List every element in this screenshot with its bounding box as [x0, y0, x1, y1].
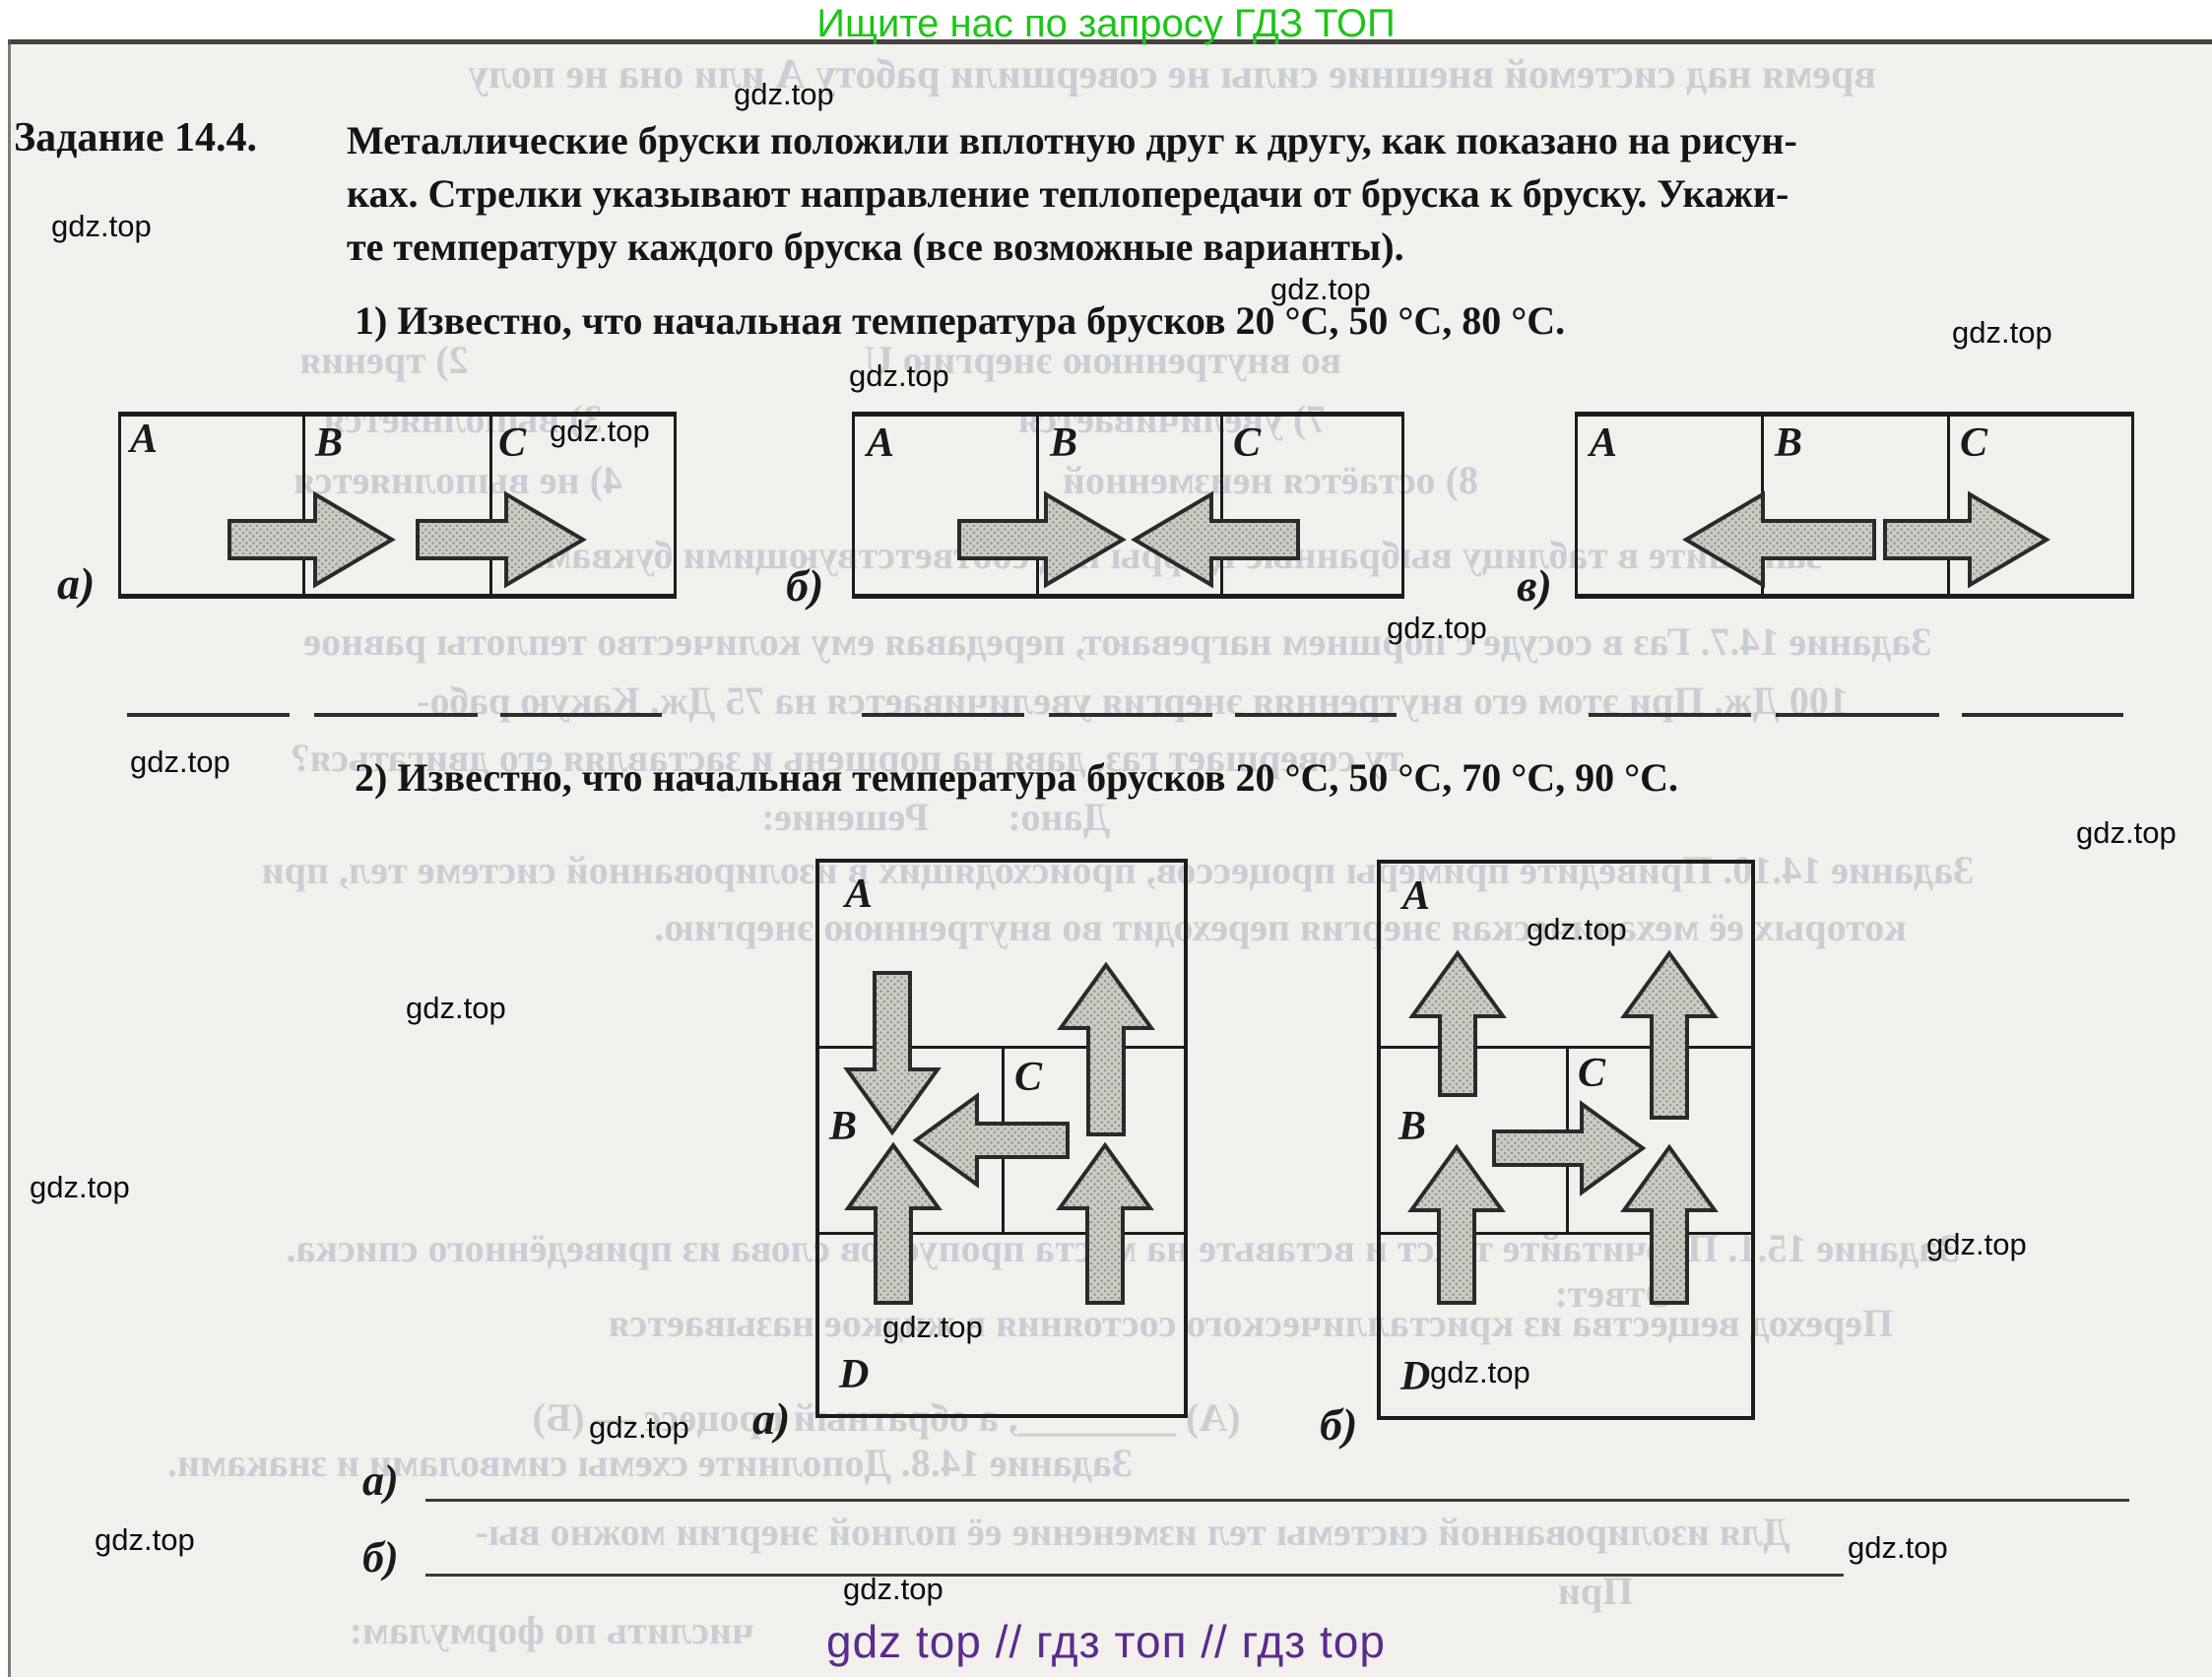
bar-label: C: [1014, 1055, 1043, 1100]
heat-2b-B-to-A-arrow: [1408, 949, 1507, 1097]
site-watermark: gdz.top: [1527, 912, 1627, 946]
question-1: 1) Известно, что начальная температура б…: [355, 298, 1566, 343]
bar-label: C: [1233, 420, 1262, 466]
bar-label: B: [315, 420, 344, 466]
answer-blank: [314, 713, 478, 717]
task-text-line: те температуру каждого бруска (все возмо…: [347, 225, 1404, 269]
answer-blank: [500, 713, 662, 717]
bar-label: C: [498, 420, 527, 466]
question-2: 2) Известно, что начальная температура б…: [355, 755, 1679, 800]
site-watermark: gdz.top: [882, 1310, 983, 1344]
bar-box-2a: [815, 859, 1188, 1418]
bar-label: A: [867, 420, 895, 466]
bar-label: D: [839, 1352, 870, 1397]
bar-divider: [489, 417, 492, 594]
figure-label: б): [786, 560, 824, 611]
heat-2b-B-to-C-arrow: [1492, 1100, 1647, 1196]
answer-blank: [1589, 713, 1751, 717]
scanned-paper: [8, 39, 2212, 1677]
bar-label: B: [1399, 1104, 1427, 1149]
heat-2a-D-to-B-arrow: [844, 1141, 943, 1305]
bar-divider: [1381, 1232, 1751, 1235]
heat-2a-D-to-C-arrow: [1056, 1141, 1154, 1305]
task-text: Металлические бруски положили вплотную д…: [347, 114, 2179, 274]
figure-label: б): [1320, 1399, 1358, 1450]
answer-blank: [127, 713, 290, 717]
scan-left-edge: [8, 39, 11, 1677]
answer-blank: [862, 713, 1024, 717]
answer-blank: [1776, 713, 1939, 717]
site-watermark: gdz.top: [734, 77, 834, 111]
site-watermark: gdz.top: [550, 414, 650, 448]
footer-watermark: gdz top // гдз топ // гдз top: [826, 1616, 1386, 1667]
bar-label: C: [1960, 420, 1988, 466]
bar-label: B: [1050, 420, 1078, 466]
figure-label: а): [57, 558, 96, 609]
heat-2b-C-to-A-arrow: [1620, 949, 1719, 1120]
site-watermark: gdz.top: [2076, 815, 2177, 850]
bar-box-1a: [118, 412, 677, 599]
task-text-line: ках. Стрелки указывают направление тепло…: [347, 171, 1789, 216]
bar-divider: [1947, 417, 1950, 594]
site-watermark: gdz.top: [30, 1170, 130, 1204]
heat-2b-D-to-C-arrow: [1620, 1143, 1719, 1305]
site-watermark: gdz.top: [589, 1410, 689, 1445]
site-watermark: gdz.top: [1387, 611, 1487, 645]
site-watermark: gdz.top: [1926, 1227, 2027, 1261]
answer-blank: [1049, 713, 1212, 717]
site-watermark: gdz.top: [1430, 1355, 1530, 1389]
answer-blank: [1962, 713, 2123, 717]
bar-label: D: [1400, 1354, 1431, 1399]
bar-label: B: [1775, 420, 1803, 466]
site-watermark: gdz.top: [95, 1522, 195, 1557]
answer-row-label: б): [362, 1533, 399, 1581]
answer-row-line: [425, 1574, 1844, 1577]
bar-box-1v: [1575, 412, 2134, 599]
site-watermark: gdz.top: [406, 991, 506, 1025]
answer-blank: [1235, 713, 1397, 717]
task-text-line: Металлические бруски положили вплотную д…: [347, 118, 1797, 162]
task-number: Задание 14.4.: [14, 115, 257, 161]
bar-label: A: [1402, 873, 1431, 919]
heat-1b-C-to-B-arrow: [1131, 490, 1300, 589]
heat-2b-D-to-B-arrow: [1407, 1143, 1506, 1305]
site-watermark: gdz.top: [849, 358, 949, 393]
promo-header: Ищите нас по запросу ГДЗ ТОП: [816, 2, 1396, 45]
site-watermark: gdz.top: [843, 1572, 943, 1606]
heat-1a-A-to-B-arrow: [228, 490, 396, 589]
site-watermark: gdz.top: [130, 744, 230, 779]
site-watermark: gdz.top: [1848, 1530, 1948, 1565]
bar-divider: [1220, 417, 1223, 594]
bar-label: A: [845, 871, 874, 917]
bar-label: C: [1578, 1051, 1606, 1096]
site-watermark: gdz.top: [51, 209, 152, 243]
heat-1b-A-to-B-arrow: [957, 490, 1127, 589]
bar-label: B: [829, 1104, 858, 1149]
bar-label: A: [1590, 420, 1618, 466]
heat-2a-A-to-B-arrow: [843, 971, 942, 1136]
bar-divider: [819, 1232, 1184, 1235]
site-watermark: gdz.top: [1270, 272, 1371, 306]
heat-1a-B-to-C-arrow: [416, 490, 587, 589]
heat-2a-C-to-A-arrow: [1057, 961, 1155, 1136]
scan-top-edge: [8, 39, 2212, 44]
bar-divider: [1036, 417, 1039, 594]
heat-2a-C-to-B-arrow: [912, 1092, 1070, 1189]
figure-label: в): [1517, 560, 1552, 611]
answer-row-line: [425, 1499, 2129, 1502]
answer-row-label: а): [362, 1456, 399, 1505]
bar-label: A: [130, 417, 159, 462]
bar-box-2b: [1377, 860, 1755, 1420]
heat-1v-B-to-A-arrow: [1682, 490, 1876, 589]
figure-label: а): [752, 1393, 791, 1444]
bar-divider: [302, 417, 305, 594]
heat-1v-B-to-C-arrow: [1883, 490, 2050, 589]
bar-box-1b: [852, 412, 1404, 599]
site-watermark: gdz.top: [1952, 315, 2052, 350]
